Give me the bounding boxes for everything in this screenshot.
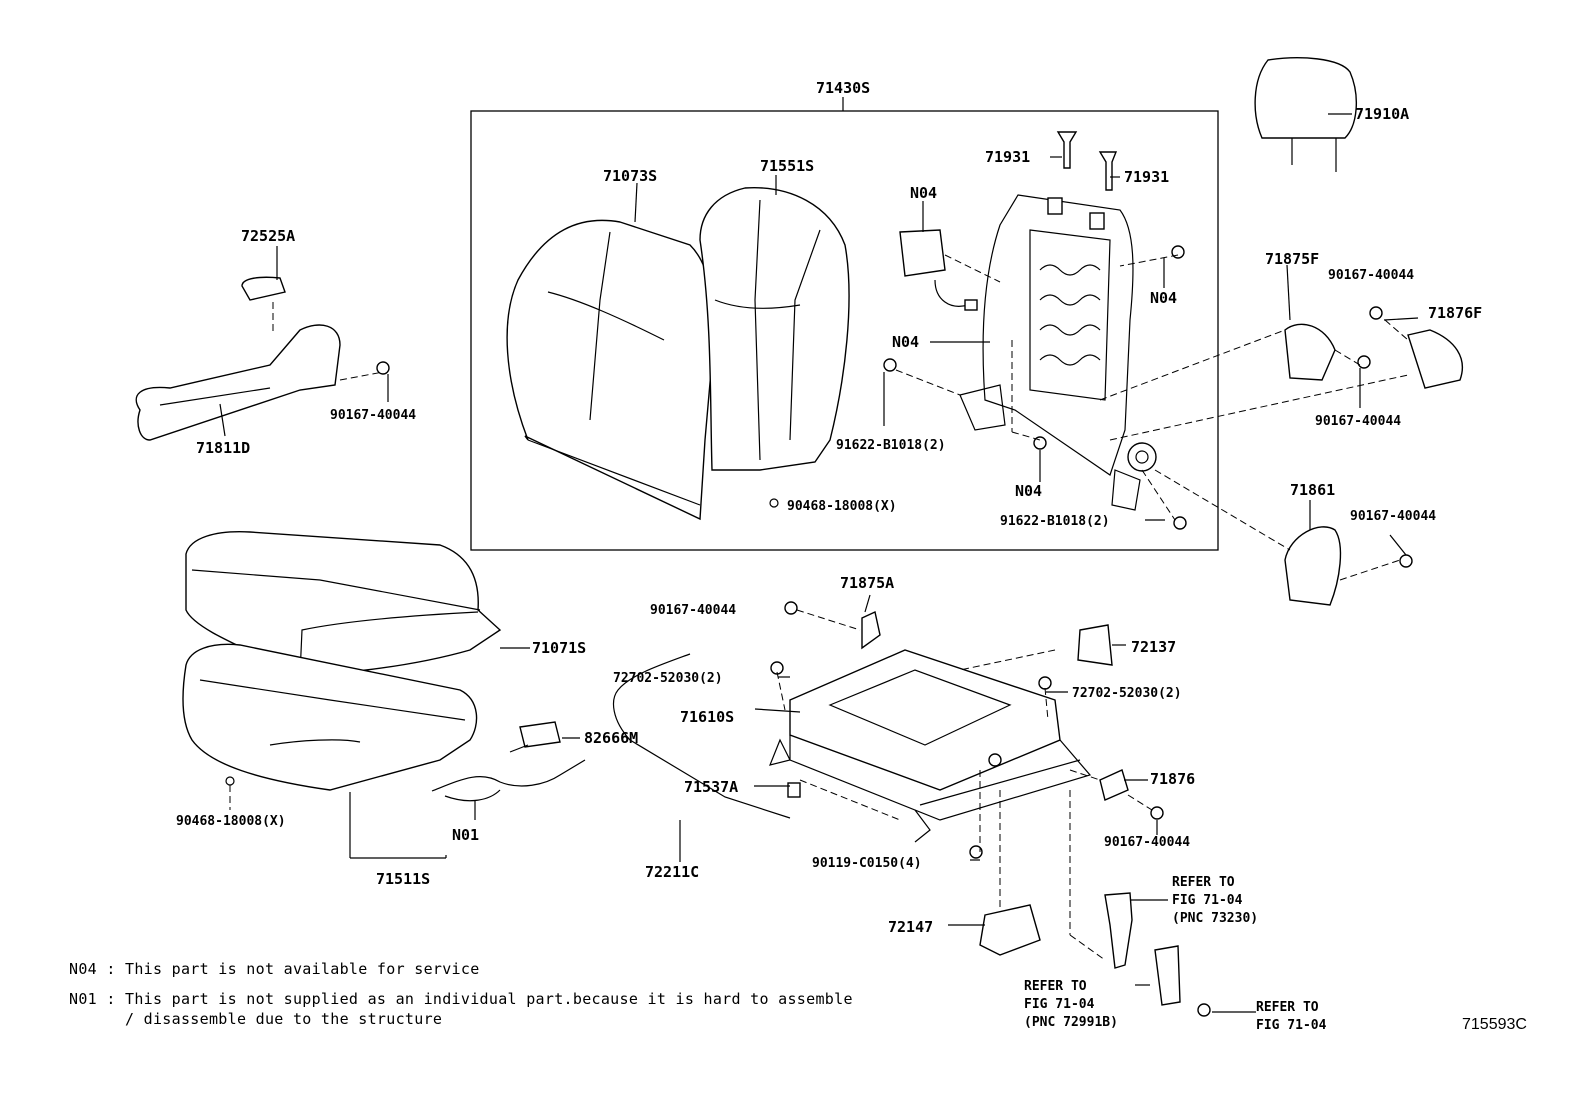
bracket-72147-illustration bbox=[979, 904, 1041, 956]
label-82666M: 82666M bbox=[584, 729, 638, 747]
side-airbag-illustration bbox=[899, 229, 978, 311]
refer-c-line2: FIG 71-04 bbox=[1256, 1018, 1327, 1033]
refer-to-c: REFER TO FIG 71-04 bbox=[1256, 1000, 1327, 1033]
label-72702-52030-left: 72702-52030(2) bbox=[613, 671, 723, 686]
label-N04-right: N04 bbox=[1150, 289, 1177, 307]
label-72137: 72137 bbox=[1131, 638, 1176, 656]
seatback-frame-illustration bbox=[959, 194, 1157, 511]
label-71551S: 71551S bbox=[760, 157, 814, 175]
seatback-assembly-box bbox=[470, 110, 1219, 551]
refer-to-b: REFER TO FIG 71-04 (PNC 72991B) bbox=[1024, 979, 1118, 1030]
callout-labels: 71430S 71073S 71551S 71931 71931 71910A … bbox=[176, 79, 1482, 936]
note-n01-line1: N01 : This part is not supplied as an in… bbox=[69, 990, 853, 1008]
seatback-pad-illustration bbox=[699, 187, 850, 471]
label-90167-40044-71875F: 90167-40044 bbox=[1328, 268, 1414, 283]
label-91622-B1018-lower: 91622-B1018(2) bbox=[1000, 514, 1110, 529]
recliner-inner-cover-illustration bbox=[1284, 323, 1336, 381]
recliner-cover-71861-illustration bbox=[1284, 526, 1342, 606]
label-91622-B1018-upper: 91622-B1018(2) bbox=[836, 438, 946, 453]
refer-b-line1: REFER TO bbox=[1024, 979, 1087, 994]
label-90167-40044-71861: 90167-40044 bbox=[1350, 509, 1436, 524]
rod-72211C-illustration bbox=[612, 653, 791, 819]
cover-71875A-illustration bbox=[861, 610, 881, 650]
label-90167-40044-71876F: 90167-40044 bbox=[1315, 414, 1401, 429]
label-72702-52030-right: 72702-52030(2) bbox=[1072, 686, 1182, 701]
recliner-knob-illustration bbox=[241, 276, 286, 301]
refer-a-line1: REFER TO bbox=[1172, 875, 1235, 890]
seat-cushion-cover-illustration bbox=[185, 531, 502, 676]
fasteners-illustration bbox=[225, 245, 1413, 1017]
seat-cushion-pad-illustration bbox=[182, 643, 478, 791]
refer-b-line3: (PNC 72991B) bbox=[1024, 1015, 1118, 1030]
label-90468-18008-lower: 90468-18008(X) bbox=[176, 814, 286, 829]
label-71875A: 71875A bbox=[840, 574, 894, 592]
note-n01-line2: / disassemble due to the structure bbox=[69, 1010, 443, 1028]
seatback-cover-illustration bbox=[506, 219, 714, 521]
seat-adjuster-illustration bbox=[769, 649, 1092, 843]
spacer-illustration bbox=[787, 782, 801, 798]
label-71537A: 71537A bbox=[684, 778, 738, 796]
label-71931-a: 71931 bbox=[985, 148, 1030, 166]
label-72525A: 72525A bbox=[241, 227, 295, 245]
headrest-guides-illustration bbox=[1056, 131, 1118, 191]
label-N04-frame: N04 bbox=[892, 333, 919, 351]
label-N04-airbag: N04 bbox=[910, 184, 937, 202]
label-71910A: 71910A bbox=[1355, 105, 1409, 123]
recliner-outer-cover-illustration bbox=[1407, 329, 1464, 389]
label-71610S: 71610S bbox=[680, 708, 734, 726]
harness-82666M-illustration bbox=[509, 721, 561, 753]
label-90468-18008-upper: 90468-18008(X) bbox=[787, 499, 897, 514]
leader-lines bbox=[219, 113, 1419, 1013]
label-71430S: 71430S bbox=[816, 79, 870, 97]
buckle-illustration bbox=[1104, 892, 1133, 969]
label-71071S: 71071S bbox=[532, 639, 586, 657]
label-71876: 71876 bbox=[1150, 770, 1195, 788]
figure-code: 715593C bbox=[1462, 1016, 1527, 1033]
label-71876F: 71876F bbox=[1428, 304, 1482, 322]
label-N01: N01 bbox=[452, 826, 479, 844]
refer-a-line2: FIG 71-04 bbox=[1172, 893, 1243, 908]
harness-N01-illustration bbox=[431, 759, 586, 802]
label-90167-40044-71875A: 90167-40044 bbox=[650, 603, 736, 618]
buckle-cover-illustration bbox=[1154, 945, 1181, 1006]
refer-a-line3: (PNC 73230) bbox=[1172, 911, 1258, 926]
label-71811D: 71811D bbox=[196, 439, 250, 457]
label-90167-40044-left: 90167-40044 bbox=[330, 408, 416, 423]
cover-72137-illustration bbox=[1077, 624, 1113, 666]
label-71875F: 71875F bbox=[1265, 250, 1319, 268]
label-71931-b: 71931 bbox=[1124, 168, 1169, 186]
headrest-illustration bbox=[1254, 57, 1358, 172]
label-71511S: 71511S bbox=[376, 870, 430, 888]
note-n04: N04 : This part is not available for ser… bbox=[69, 960, 480, 978]
label-71073S: 71073S bbox=[603, 167, 657, 185]
cover-71876-illustration bbox=[1099, 769, 1129, 801]
dashed-guides bbox=[229, 254, 1409, 961]
refer-to-a: REFER TO FIG 71-04 (PNC 73230) bbox=[1172, 875, 1258, 926]
refer-c-line1: REFER TO bbox=[1256, 1000, 1319, 1015]
label-72211C: 72211C bbox=[645, 863, 699, 881]
label-71861: 71861 bbox=[1290, 481, 1335, 499]
refer-b-line2: FIG 71-04 bbox=[1024, 997, 1095, 1012]
label-90119-C0150: 90119-C0150(4) bbox=[812, 856, 922, 871]
label-N04-lower: N04 bbox=[1015, 482, 1042, 500]
label-72147: 72147 bbox=[888, 918, 933, 936]
recliner-shield-illustration bbox=[135, 324, 341, 441]
label-90167-40044-71876: 90167-40044 bbox=[1104, 835, 1190, 850]
